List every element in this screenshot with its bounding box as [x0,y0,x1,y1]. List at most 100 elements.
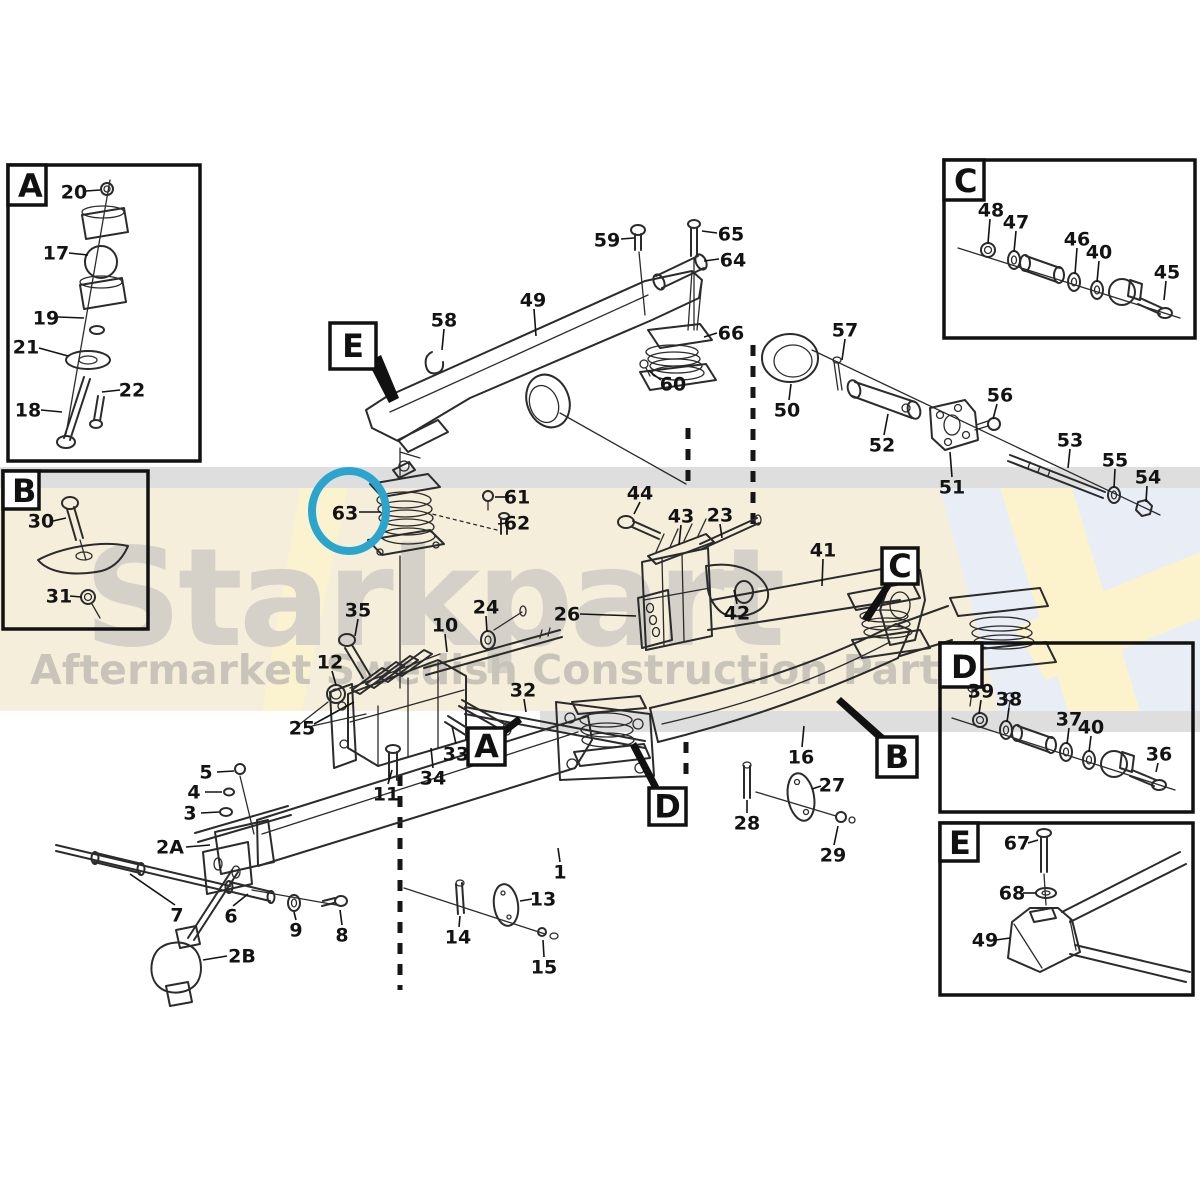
inset-box-e: E [938,821,1195,997]
leader-line [216,770,235,773]
inset-box-b: B [1,469,150,631]
leader-line [1074,247,1078,275]
part-label-28: 28 [734,813,760,835]
part-label-30: 30 [28,511,54,533]
part-label-33: 33 [443,744,469,766]
inset-b-letter: B [12,472,36,510]
part-label-22: 22 [119,380,145,402]
callout-letter-B: B [885,738,909,776]
part-label-25: 25 [289,718,315,740]
leader-line [185,844,211,848]
leader-line [833,825,839,846]
callout-letter-E: E [342,327,364,365]
part-label-60: 60 [660,374,686,396]
leader-line [441,328,445,351]
callout-box-C [880,546,920,586]
callout-arrow-B [836,697,885,741]
leader-line [1013,230,1017,253]
part-label-51: 51 [939,477,965,499]
leader-line [1145,485,1148,503]
leader-line [978,699,982,715]
inset-a-drawing [56,179,129,449]
leader-line [69,595,82,598]
leader-line [1088,735,1092,753]
part-label-61: 61 [504,487,530,509]
part-label-42: 42 [724,603,750,625]
part-label-27: 27 [819,775,845,797]
flag-yellow-stripe-2 [1014,552,1200,680]
leader-line [430,747,434,769]
leader-line [331,670,337,686]
inset-a-letter: A [18,167,43,205]
callout-box-A [466,726,507,767]
part-label-44: 44 [627,483,653,505]
leader-line [129,873,176,906]
leader-line [1155,762,1159,773]
callout-box-E [328,321,378,371]
leader-line [451,725,457,745]
inset-d-drawing [951,712,1176,791]
upper-beam-assembly [365,219,717,459]
inset-c-letter: C [954,162,977,200]
part-label-50: 50 [774,400,800,422]
callout-letter-C: C [888,547,911,585]
lower-boom-assembly [55,695,655,1007]
part-label-47: 47 [1003,212,1029,234]
leader-line [1067,448,1071,469]
highlight-circle [308,467,390,555]
part-label-4: 4 [187,782,200,804]
leader-line [202,955,228,961]
part-label-46: 46 [1064,229,1090,251]
leader-line [579,613,637,617]
leader-line [339,909,343,926]
leader-line [497,522,508,525]
part-label-63: 63 [332,503,358,525]
watermark-tagline: Aftermarket Swedish Construction Parts [30,646,963,694]
leader-line [1027,839,1039,844]
part-label-66: 66 [718,323,744,345]
dashed-reference-lines [397,345,756,990]
part-label-19: 19 [33,308,59,330]
leader-line [633,501,641,515]
part-label-67: 67 [1004,833,1030,855]
part-label-57: 57 [832,320,858,342]
leader-line [648,370,662,381]
part-label-7: 7 [170,905,183,927]
leader-line [821,558,824,587]
leader-line [38,347,69,357]
part-label-1: 1 [553,862,566,884]
part-label-2B: 2B [228,946,256,968]
gray-band-bottom [540,711,1200,732]
leader-line [293,911,297,921]
callout-arrow-D [630,742,659,790]
part-label-11: 11 [373,784,399,806]
leader-line [485,615,488,633]
leader-line [811,785,822,790]
leader-line [883,413,889,436]
leader-line [523,698,527,713]
part-label-52: 52 [869,435,895,457]
part-label-40: 40 [1086,242,1112,264]
part-label-13: 13 [530,889,556,911]
part-label-32: 32 [510,680,536,702]
part-label-15: 15 [531,957,557,979]
part-label-18: 18 [15,400,41,422]
part-label-9: 9 [289,920,302,942]
leader-line [1163,280,1167,301]
leader-line [1113,468,1116,489]
mid-linkage-assembly [617,514,931,659]
part-label-68: 68 [999,883,1025,905]
inset-box-d: D [938,641,1195,814]
callout-letter-A: A [474,728,499,766]
leader-line [57,316,85,319]
part-label-54: 54 [1135,467,1161,489]
leader-line [949,451,953,478]
part-label-49: 49 [972,930,998,952]
inset-box-c: C [942,158,1197,340]
leader-line [1066,727,1070,745]
leader-line [200,811,220,814]
part-label-37: 37 [1056,709,1082,731]
leader-line [85,189,101,192]
